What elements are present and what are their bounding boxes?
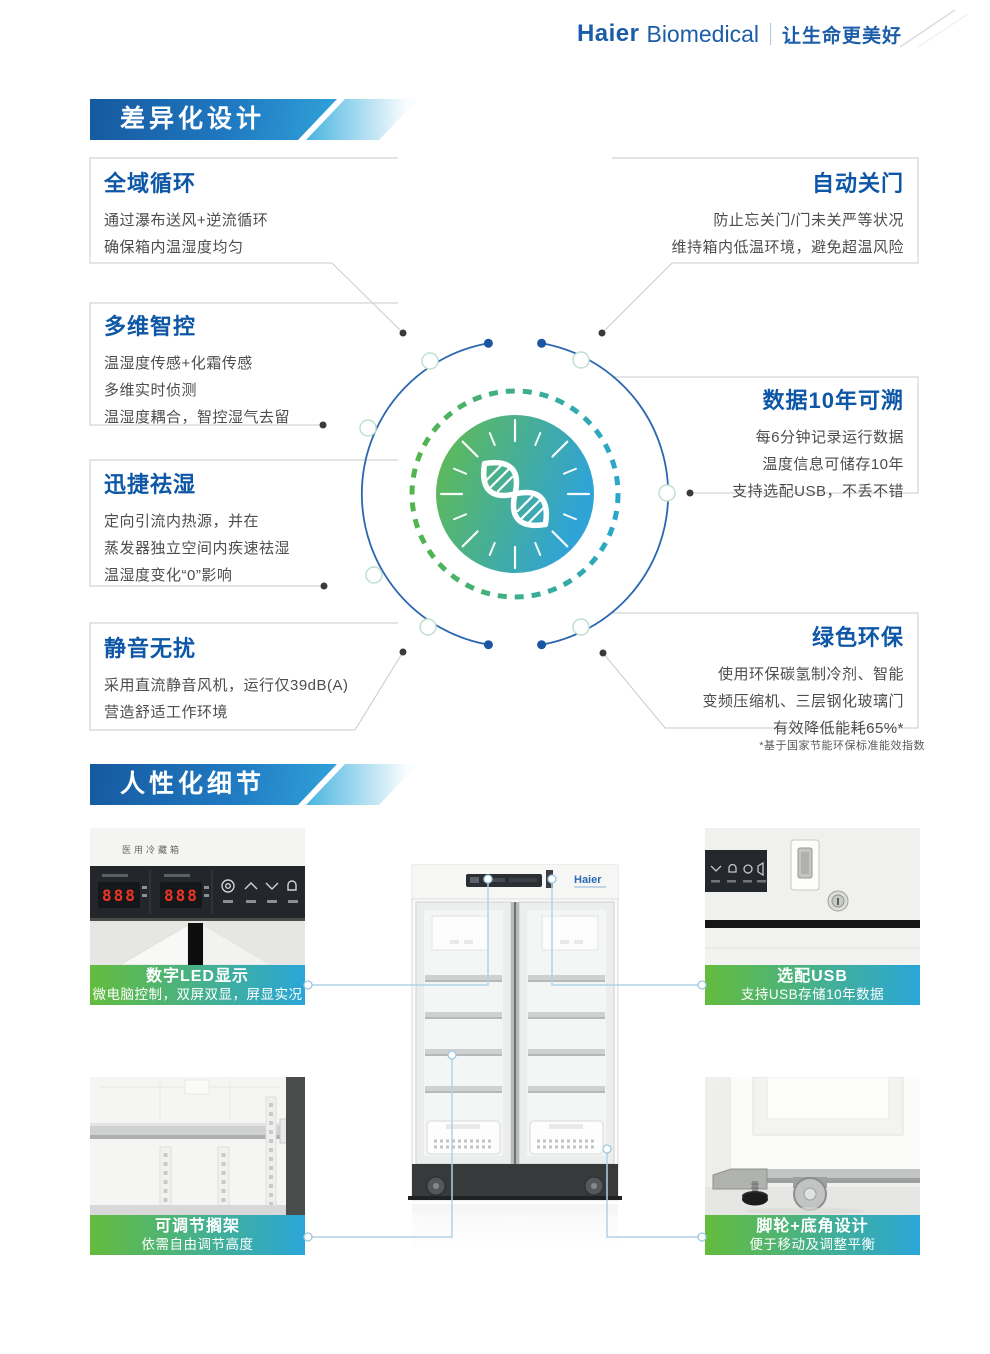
feature-line: 确保箱内温湿度均匀 [104, 239, 244, 256]
feature-line: 支持选配USB，不丢不错 [732, 483, 904, 500]
feature-title: 静音无扰 [104, 636, 197, 661]
panel-button-icons [221, 879, 297, 893]
fridge-product-image: Haier [408, 864, 622, 1254]
door-frame-edge [286, 1077, 305, 1215]
caption-sub: 支持USB存储10年数据 [740, 987, 885, 1002]
caption-sub: 微电脑控制，双屏双显，屏显实况 [92, 987, 303, 1002]
dna-icon [436, 415, 594, 573]
corner-decoration-lines [899, 9, 969, 48]
corner-bracket [712, 1168, 768, 1190]
fridge-sensor-block [546, 870, 553, 888]
feature-silent: 静音无扰 采用直流静音风机，运行仅39dB(A) 营造舒适工作环境 [104, 631, 434, 726]
cabinet-type-label: 医用冷藏箱 [122, 844, 182, 855]
feature-title: 自动关门 [811, 171, 904, 196]
feature-line: 维持箱内低温环境，避免超温风险 [671, 239, 904, 256]
feature-title: 数据10年可溯 [762, 388, 904, 413]
brand-logo: Haier Biomedical 让生命更美好 [577, 20, 902, 48]
caption-usb: 选配USB 支持USB存储10年数据 [705, 965, 920, 1005]
feature-full-circulation: 全域循环 通过瀑布送风+逆流循环 确保箱内温湿度均匀 [104, 166, 434, 261]
shelf [90, 1126, 290, 1135]
adjustable-shelf-image [90, 1077, 305, 1215]
caption-caster: 脚轮+底角设计 便于移动及调整平衡 [705, 1215, 920, 1255]
feature-line: 温湿度变化“0”影响 [104, 567, 233, 584]
feature-line: 温湿度耦合，智控湿气去留 [104, 409, 291, 426]
feature-data-10-years: 数据10年可溯 每6分钟记录运行数据 温度信息可储存10年 支持选配USB，不丢… [574, 383, 904, 505]
feature-line: 防止忘关门/门未关严等状况 [713, 212, 904, 229]
section-title: 人性化细节 [120, 770, 266, 798]
usb-option-image [705, 828, 920, 965]
caption-title: 选配USB [777, 968, 848, 985]
feature-line: 采用直流静音风机，运行仅39dB(A) [104, 677, 349, 694]
panel-button-labels [142, 886, 298, 903]
brand-slogan: 让生命更美好 [781, 25, 902, 47]
caption-title: 可调节搁架 [154, 1218, 240, 1235]
caption-sub: 便于移动及调整平衡 [749, 1237, 876, 1252]
caption-sub: 依需自由调节高度 [141, 1237, 254, 1252]
feature-title: 全域循环 [104, 171, 197, 196]
feature-title: 迅捷祛湿 [104, 472, 197, 497]
panel-icon-labels [711, 880, 766, 883]
banner-shape [90, 764, 337, 805]
feature-line: 蒸发器独立空间内疾速祛湿 [104, 540, 291, 557]
feature-line: 温湿度传感+化霜传感 [104, 355, 253, 372]
feature-line: 营造舒适工作环境 [104, 704, 229, 721]
feature-line: 使用环保碳氢制冷剂、智能 [717, 666, 904, 683]
feature-line: 温度信息可储存10年 [762, 456, 904, 473]
feature-line: 通过瀑布送风+逆流循环 [104, 212, 269, 229]
feature-line: 变频压缩机、三层钢化玻璃门 [702, 693, 904, 710]
caption-led-display: 数字LED显示 微电脑控制，双屏双显，屏显实况 [90, 965, 305, 1005]
caption-shelf: 可调节搁架 依需自由调节高度 [90, 1215, 305, 1255]
feature-rapid-dehumidify: 迅捷祛湿 定向引流内热源，并在 蒸发器独立空间内疾速祛湿 温湿度变化“0”影响 [104, 467, 434, 589]
feature-title: 绿色环保 [811, 625, 904, 650]
feature-auto-door-close: 自动关门 防止忘关门/门未关严等状况 维持箱内低温环境，避免超温风险 [574, 166, 904, 261]
brand-divider [769, 23, 771, 45]
banner-shape [90, 99, 337, 140]
led-panel-image: 医用冷藏箱 888 888 [90, 828, 305, 965]
section-title: 差异化设计 [120, 105, 266, 133]
feature-title: 多维智控 [104, 314, 197, 339]
feature-line: 定向引流内热源，并在 [104, 513, 260, 530]
led-display-left: 888 [102, 886, 137, 905]
panel-icons [710, 861, 764, 877]
fridge-reflection [408, 1204, 622, 1254]
feature-eco-friendly: 绿色环保 使用环保碳氢制冷剂、智能 变频压缩机、三层钢化玻璃门 有效降低能耗65… [574, 620, 904, 742]
section-banner-differentiated-design: 差异化设计 [90, 99, 430, 140]
leveling-foot [742, 1181, 768, 1206]
section-banner-humanized-details: 人性化细节 [90, 764, 430, 805]
caster-foot-image [705, 1077, 920, 1215]
caption-title: 数字LED显示 [145, 968, 249, 985]
feature-multi-smart-control: 多维智控 温湿度传感+化霜传感 多维实时侦测 温湿度耦合，智控湿气去留 [104, 309, 434, 431]
feature-line: 多维实时侦测 [104, 382, 198, 399]
brand-haier: Haier [576, 20, 640, 47]
shelf-rails [159, 1096, 277, 1215]
door-handle [188, 923, 203, 965]
brand-biomedical: Biomedical [646, 20, 759, 47]
feature-line: 每6分钟记录运行数据 [755, 429, 904, 446]
fridge-brand-logo: Haier [574, 874, 602, 886]
feature-line: 有效降低能耗65%* [773, 720, 904, 737]
led-display-right: 888 [164, 886, 199, 905]
footnote: *基于国家节能环保标准能效指数 [759, 740, 925, 752]
caption-title: 脚轮+底角设计 [756, 1218, 869, 1235]
